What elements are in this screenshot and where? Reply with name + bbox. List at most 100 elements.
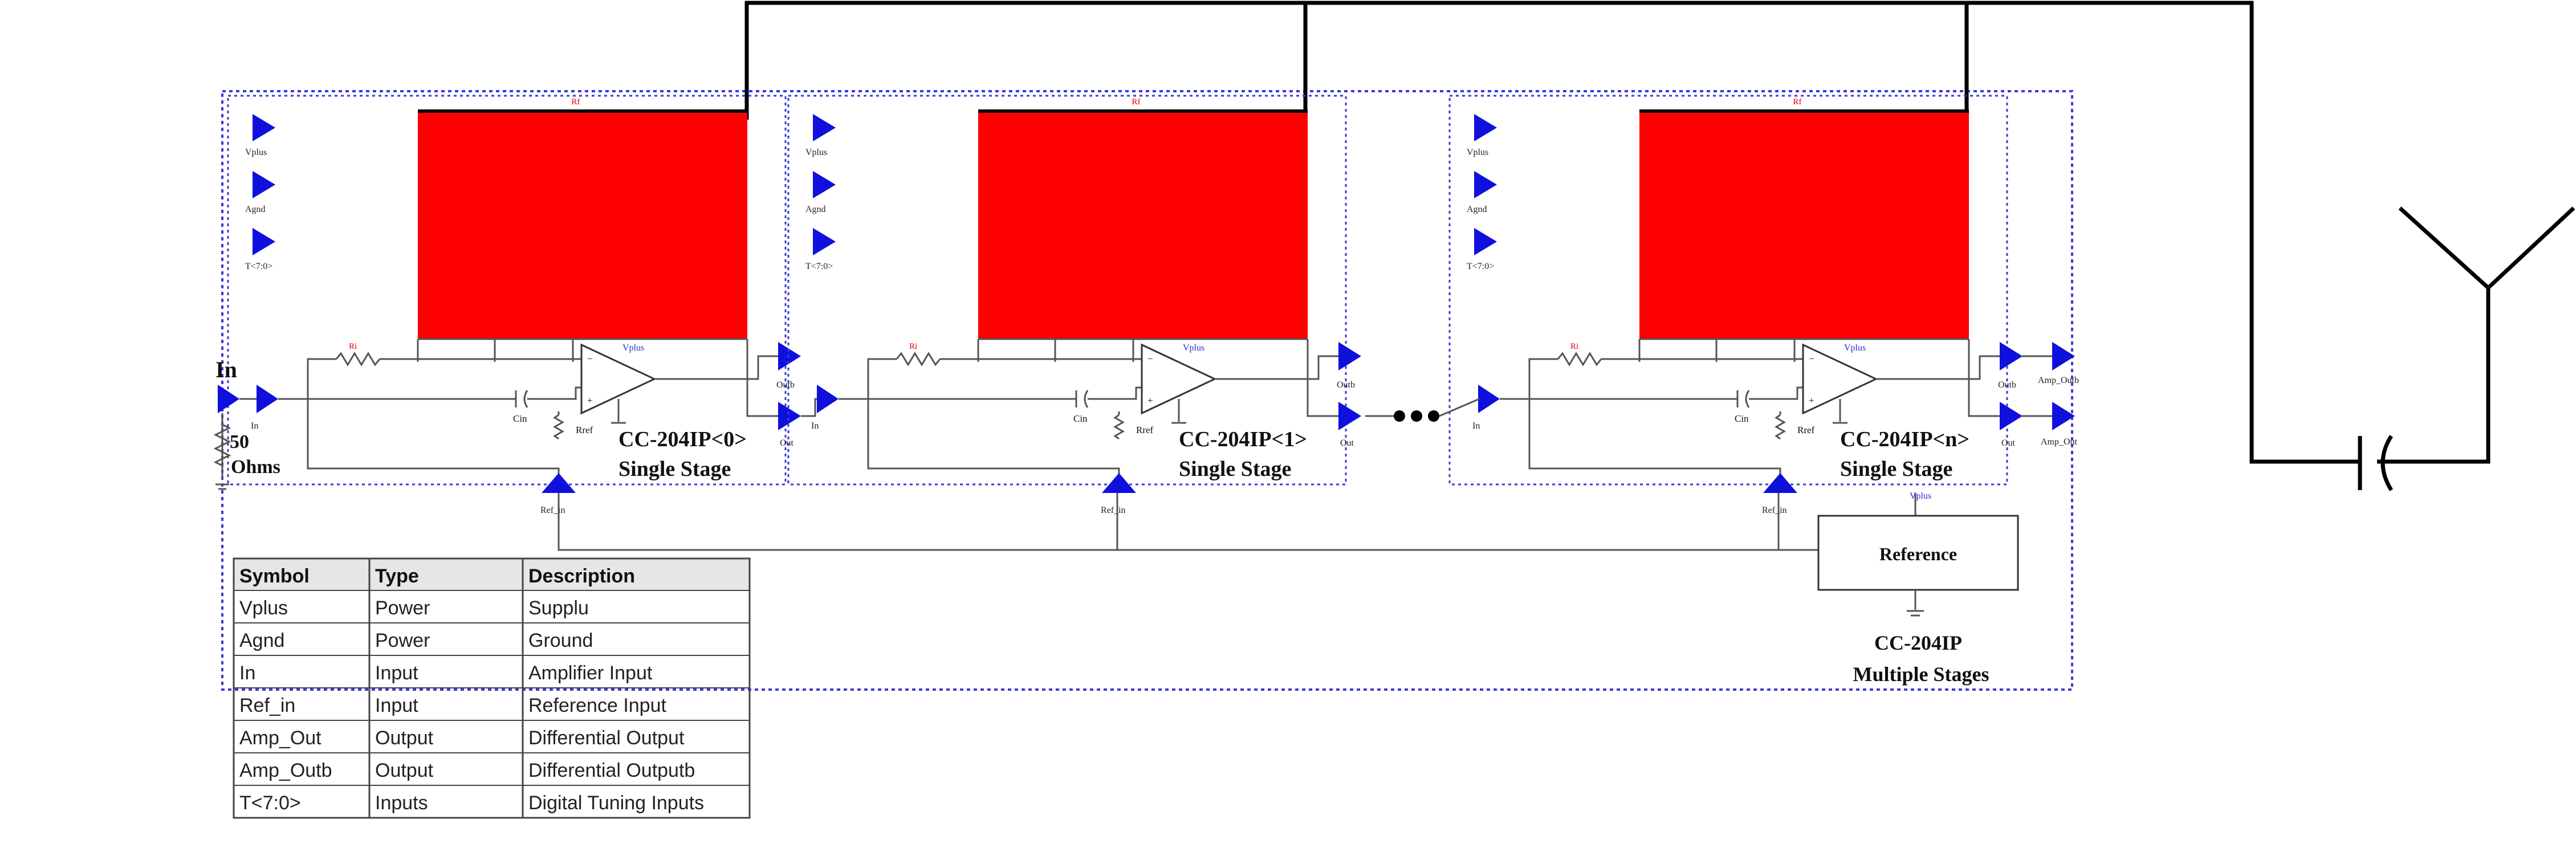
stage-title-line1: CC-204IP<n>	[1840, 427, 1969, 451]
ri-resistor-icon	[1557, 352, 1602, 366]
table-cell: Ref_in	[239, 695, 295, 716]
table-cell: Amplifier Input	[528, 662, 653, 684]
vplus-pin-icon[interactable]	[1474, 114, 1497, 141]
tbus-pin-icon[interactable]	[253, 228, 275, 255]
vplus-pin-label: Vplus	[1467, 148, 1488, 157]
opamp-icon	[1141, 343, 1217, 415]
table-cell: Ground	[528, 630, 593, 651]
opamp-plus: +	[1147, 395, 1153, 406]
tbus-pin-icon[interactable]	[813, 228, 836, 255]
table-cell: Differential Output	[528, 727, 685, 749]
stage-in-pin-icon[interactable]	[1478, 385, 1500, 413]
vplus-pin-label: Vplus	[805, 148, 827, 157]
table-cell: Differential Outputb	[528, 760, 695, 781]
system-title-line2: Multiple Stages	[1853, 663, 1989, 686]
outb-label: Outb	[1337, 380, 1355, 390]
rf-block	[418, 111, 747, 339]
vplus-pin-label: Vplus	[245, 148, 267, 157]
amp-out-label: Amp_Out	[2041, 437, 2078, 447]
antenna-feedback-wire	[744, 1, 2360, 464]
table-cell: Reference Input	[528, 695, 666, 716]
tbus-pin-icon[interactable]	[1474, 228, 1497, 255]
ri-resistor-icon	[335, 352, 381, 366]
ref-in-label: Ref_in	[540, 506, 565, 515]
opamp-minus: −	[1809, 353, 1814, 364]
stage-title-line1: CC-204IP<1>	[1179, 427, 1307, 451]
cin-label: Cin	[513, 413, 527, 424]
table-cell: Inputs	[375, 792, 428, 814]
stage-title-line2: Single Stage	[1840, 457, 1952, 481]
out-pin-icon[interactable]	[2000, 402, 2022, 430]
ref-in-pin-icon[interactable]	[542, 473, 576, 493]
agnd-pin-icon[interactable]	[813, 171, 836, 198]
input-resistor-icon	[213, 423, 231, 467]
stage-0: VplusAgndT<7:0>RfRiCin−+VplusRrefRef_inO…	[227, 95, 801, 515]
ref-in-label: Ref_in	[1101, 506, 1126, 515]
table-cell: Digital Tuning Inputs	[528, 792, 704, 814]
table-cell: In	[239, 662, 255, 684]
vplus-pin-icon[interactable]	[253, 114, 275, 141]
amp-outb-pin-icon[interactable]	[2052, 342, 2075, 370]
table-cell: Vplus	[239, 597, 288, 619]
amp-out-pin-icon[interactable]	[2052, 402, 2075, 430]
agnd-pin-label: Agnd	[805, 205, 826, 214]
ri-label: Ri	[909, 342, 917, 351]
input-resistor-value: 50	[230, 431, 249, 453]
outb-pin-icon[interactable]	[2000, 342, 2022, 370]
rf-block	[1639, 111, 1969, 339]
rf-label: Rf	[1132, 97, 1141, 107]
opamp-plus: +	[1809, 395, 1814, 406]
out-label: Out	[1340, 438, 1354, 448]
opamp-plus: +	[587, 395, 593, 406]
stage-in-pin-label: In	[811, 421, 819, 431]
cin-label: Cin	[1735, 413, 1749, 424]
input-section: In 50 Ohms In	[213, 357, 280, 490]
input-pin-icon[interactable]	[218, 385, 239, 413]
rf-label: Rf	[572, 97, 580, 107]
stage-1: VplusAgndT<7:0>RfRiCin−+VplusRrefRef_inO…	[787, 95, 1361, 515]
outb-pin-icon[interactable]	[778, 342, 801, 370]
opamp-vplus-label: Vplus	[622, 343, 644, 353]
out-pin-icon[interactable]	[778, 402, 801, 430]
stage-title-line1: CC-204IP<0>	[618, 427, 747, 451]
stage-boundary	[787, 95, 1347, 486]
opamp-icon	[580, 343, 657, 415]
tbus-pin-label: T<7:0>	[245, 262, 272, 271]
out-pin-icon[interactable]	[1338, 402, 1361, 430]
opamp-minus: −	[587, 353, 593, 364]
table-header-cell: Description	[528, 565, 635, 587]
reference-supply-label: Vplus	[1910, 491, 1931, 501]
input-name: In	[215, 357, 237, 382]
table-cell: Amp_Out	[239, 727, 322, 749]
ref-in-label: Ref_in	[1762, 506, 1787, 515]
ref-in-pin-icon[interactable]	[1102, 473, 1136, 493]
stage-in-pin-icon[interactable]	[817, 385, 839, 413]
reference-label: Reference	[1879, 544, 1957, 564]
table-cell: Agnd	[239, 630, 284, 651]
agnd-pin-icon[interactable]	[253, 171, 275, 198]
input-resistor-unit: Ohms	[231, 456, 280, 478]
stage-title-line2: Single Stage	[1179, 457, 1291, 481]
system-title-line1: CC-204IP	[1874, 631, 1962, 654]
reference-bus	[557, 493, 1818, 551]
table-cell: Output	[375, 727, 434, 749]
vplus-pin-icon[interactable]	[813, 114, 836, 141]
rref-resistor-icon	[1113, 414, 1125, 440]
tbus-pin-label: T<7:0>	[1467, 262, 1494, 271]
table-cell: Output	[375, 760, 434, 781]
table-cell: T<7:0>	[239, 792, 301, 814]
ref-in-pin-icon[interactable]	[1763, 473, 1797, 493]
rf-block	[978, 111, 1308, 339]
stage-ellipsis	[1394, 410, 1439, 422]
outb-pin-icon[interactable]	[1338, 342, 1361, 370]
table-cell: Input	[375, 662, 418, 684]
stages-layer: VplusAgndT<7:0>RfRiCin−+VplusRrefRef_inO…	[227, 95, 2022, 515]
amp-outb-label: Amp_Outb	[2038, 376, 2079, 385]
opamp-vplus-label: Vplus	[1183, 343, 1204, 353]
tbus-pin-label: T<7:0>	[805, 262, 833, 271]
stage0-in-pin-icon[interactable]	[257, 385, 278, 413]
table-cell: Amp_Outb	[239, 760, 332, 781]
table-header-bg	[234, 559, 750, 590]
agnd-pin-icon[interactable]	[1474, 171, 1497, 198]
